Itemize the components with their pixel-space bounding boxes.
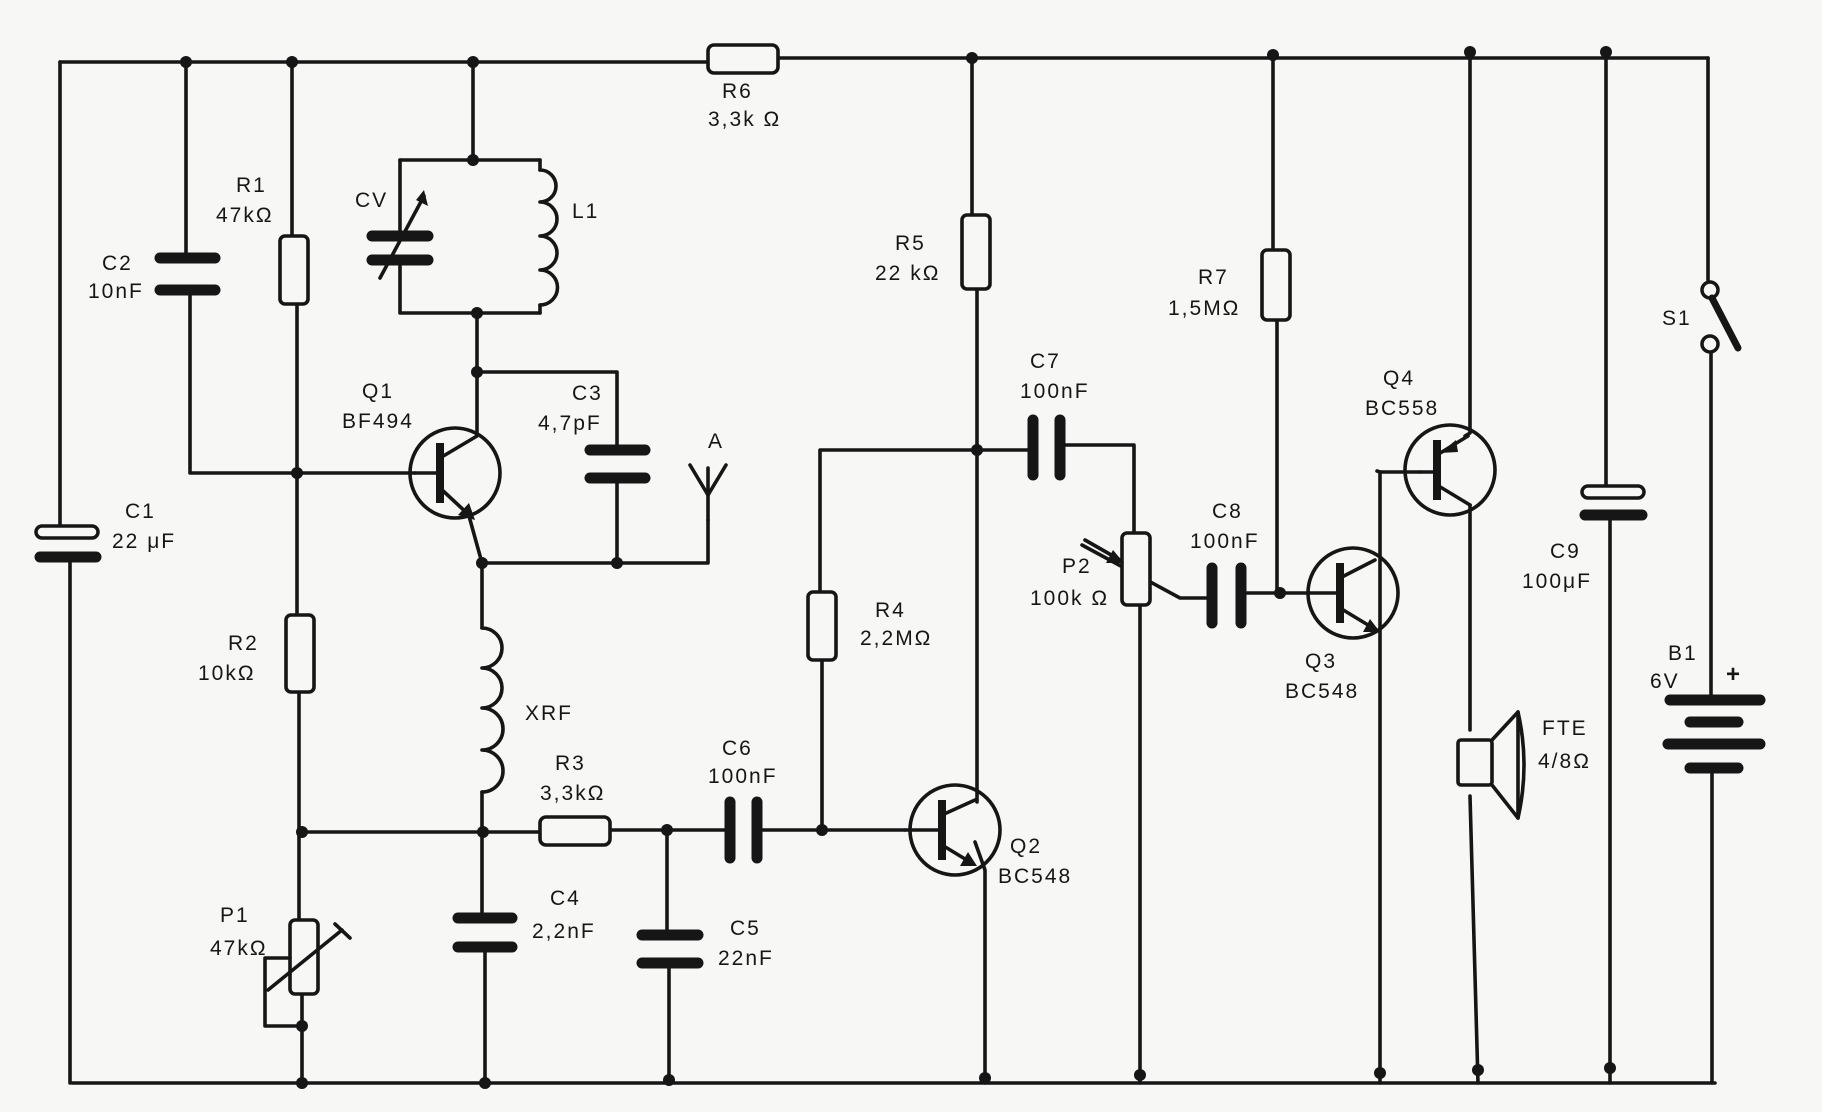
c1-value-label: 22 μF — [112, 530, 176, 553]
transistor-q2 — [903, 783, 1002, 877]
capacitor-c5 — [636, 929, 704, 969]
resistor-r2 — [284, 613, 316, 694]
c4-value-label: 2,2nF — [532, 920, 596, 943]
c1-name-label: C1 — [125, 500, 156, 523]
c6-name-label: C6 — [722, 737, 753, 760]
q3-name-label: Q3 — [1305, 650, 1337, 673]
c8-value-label: 100nF — [1190, 530, 1260, 553]
capacitor-c6 — [724, 796, 763, 864]
transistor-q1 — [408, 426, 502, 520]
q4-part-label: BC558 — [1365, 397, 1439, 420]
c5-value-label: 22nF — [718, 947, 774, 970]
r7-name-label: R7 — [1198, 266, 1229, 289]
r5-name-label: R5 — [895, 232, 926, 255]
capacitor-c7 — [1027, 414, 1066, 481]
capacitor-c4 — [452, 912, 518, 953]
q2-name-label: Q2 — [1010, 835, 1042, 858]
resistor-r6 — [706, 43, 780, 75]
junction-dots — [180, 46, 1616, 1089]
c7-name-label: C7 — [1030, 350, 1061, 373]
r2-name-label: R2 — [228, 632, 259, 655]
speaker-fte — [1456, 710, 1526, 820]
c5-name-label: C5 — [730, 917, 761, 940]
p1-value-label: 47kΩ — [210, 937, 268, 960]
fte-value-label: 4/8Ω — [1538, 750, 1591, 773]
c7-value-label: 100nF — [1020, 380, 1090, 403]
b1-name-label: B1 — [1668, 642, 1698, 665]
c6-value-label: 100nF — [708, 765, 778, 788]
r6-name-label: R6 — [722, 80, 753, 103]
transistor-q3 — [1306, 546, 1400, 640]
inductor-xrf — [480, 626, 505, 794]
r1-name-label: R1 — [236, 174, 267, 197]
wires — [58, 56, 1717, 1085]
p1-name-label: P1 — [220, 904, 250, 927]
r6-value-label: 3,3k Ω — [708, 108, 781, 131]
q3-part-label: BC548 — [1285, 680, 1359, 703]
r4-value-label: 2,2MΩ — [860, 627, 932, 650]
r4-name-label: R4 — [875, 599, 906, 622]
q1-name-label: Q1 — [362, 380, 394, 403]
trimmer-p1 — [263, 918, 352, 1028]
capacitor-c1 — [34, 524, 102, 563]
p2-name-label: P2 — [1062, 555, 1092, 578]
capacitor-c2 — [154, 252, 221, 296]
r2-value-label: 10kΩ — [198, 662, 256, 685]
c9-name-label: C9 — [1550, 540, 1581, 563]
inductor-l1 — [538, 168, 560, 307]
cv-name-label: CV — [355, 189, 388, 212]
switch-s1 — [1700, 280, 1742, 354]
resistor-r1 — [278, 234, 310, 306]
c8-name-label: C8 — [1212, 500, 1243, 523]
b1-value-label: 6V — [1650, 670, 1680, 693]
r1-value-label: 47kΩ — [216, 204, 274, 227]
q4-name-label: Q4 — [1383, 367, 1415, 390]
fte-name-label: FTE — [1542, 717, 1588, 740]
p2-value-label: 100k Ω — [1030, 587, 1109, 610]
antenna-label: A — [708, 430, 724, 453]
capacitor-c3 — [584, 444, 651, 484]
xrf-name-label: XRF — [525, 702, 573, 725]
b1-plus-label: + — [1726, 661, 1742, 688]
r3-name-label: R3 — [555, 752, 586, 775]
resistor-r5 — [960, 213, 992, 291]
c2-value-label: 10nF — [88, 280, 144, 303]
q1-part-label: BF494 — [342, 410, 414, 433]
transistor-q4 — [1403, 423, 1497, 517]
c9-value-label: 100μF — [1522, 570, 1592, 593]
c4-name-label: C4 — [550, 887, 581, 910]
l1-name-label: L1 — [572, 200, 599, 223]
c2-name-label: C2 — [102, 252, 133, 275]
antenna-a — [688, 463, 728, 522]
r7-value-label: 1,5MΩ — [1168, 297, 1240, 320]
potentiometer-p2 — [1083, 531, 1152, 607]
variable-capacitor-cv — [366, 190, 434, 280]
c3-value-label: 4,7pF — [538, 412, 602, 435]
component-labels: R6 3,3k Ω R1 47kΩ C2 10nF CV L1 R5 22 kΩ… — [88, 80, 1742, 970]
capacitor-c8 — [1206, 562, 1247, 629]
capacitor-c9 — [1579, 484, 1648, 521]
r3-value-label: 3,3kΩ — [540, 782, 605, 805]
battery-b1 — [1662, 694, 1766, 774]
resistor-r4 — [806, 590, 838, 662]
q2-part-label: BC548 — [998, 865, 1072, 888]
c3-name-label: C3 — [572, 382, 603, 405]
resistor-r3 — [538, 815, 612, 847]
r5-value-label: 22 kΩ — [875, 262, 940, 285]
resistor-r7 — [1260, 248, 1292, 322]
s1-name-label: S1 — [1662, 307, 1692, 330]
